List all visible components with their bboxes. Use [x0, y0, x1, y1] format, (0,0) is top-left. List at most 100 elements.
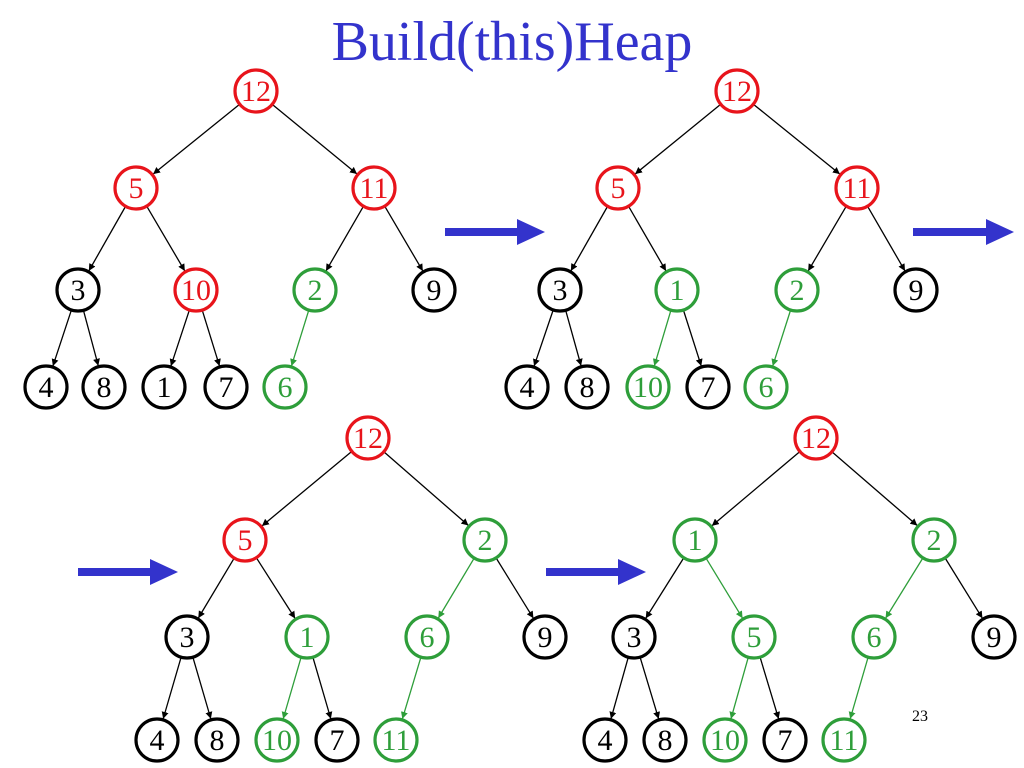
node-circle	[522, 614, 568, 660]
heap-node: 4	[23, 364, 69, 410]
edge-arrow	[634, 103, 722, 175]
heap-node: 6	[743, 364, 789, 410]
node-value: 2	[790, 274, 805, 307]
heap-node: 9	[522, 614, 568, 660]
node-circle	[81, 364, 127, 410]
heap-node: 10	[702, 717, 748, 763]
heap-node: 9	[893, 267, 939, 313]
slide-title: Build(this)Heap	[331, 11, 693, 73]
edge-arrow	[831, 451, 918, 527]
node-value: 4	[150, 724, 165, 757]
heap-node: 2	[462, 517, 508, 563]
node-value: 8	[658, 724, 673, 757]
node-circle	[582, 717, 628, 763]
node-value: 2	[308, 274, 323, 307]
node-value: 3	[553, 274, 568, 307]
edge-arrow	[290, 309, 310, 367]
edge-arrow	[146, 205, 186, 272]
node-circle	[774, 267, 820, 313]
node-value: 7	[701, 371, 716, 404]
edge-arrow	[565, 310, 583, 366]
node-value: 9	[427, 274, 442, 307]
node-value: 7	[778, 724, 793, 757]
edge-arrow	[437, 557, 475, 619]
page-number: 23	[912, 708, 928, 725]
heap-node: 1	[654, 267, 700, 313]
node-circle	[262, 364, 308, 410]
edge-arrow	[82, 310, 100, 366]
node-value: 1	[300, 621, 315, 654]
heap-node: 10	[173, 267, 219, 313]
heap-node: 9	[971, 614, 1017, 660]
node-value: 4	[598, 724, 613, 757]
node-value: 12	[241, 75, 271, 108]
heap-node: 2	[292, 267, 338, 313]
node-circle	[284, 614, 330, 660]
node-circle	[672, 517, 718, 563]
heap-node: 1	[672, 517, 718, 563]
node-circle	[113, 165, 159, 211]
edge-arrow	[192, 656, 213, 720]
edge-arrow	[752, 103, 841, 175]
edge-arrow	[533, 309, 554, 367]
heap-node: 2	[774, 267, 820, 313]
node-value: 2	[478, 524, 493, 557]
heap-node: 3	[164, 614, 210, 660]
node-circle	[134, 717, 180, 763]
node-value: 10	[181, 274, 211, 307]
node-circle	[373, 717, 419, 763]
heap-node: 3	[537, 267, 583, 313]
heap-node: 7	[203, 364, 249, 410]
node-value: 7	[330, 724, 345, 757]
node-circle	[164, 614, 210, 660]
node-circle	[762, 717, 808, 763]
node-value: 5	[238, 524, 253, 557]
heap-node: 9	[411, 267, 457, 313]
heap-node: 5	[222, 517, 268, 563]
node-value: 6	[867, 621, 882, 654]
node-circle	[702, 717, 748, 763]
edge-arrow	[771, 309, 792, 367]
edge-arrow	[197, 557, 235, 619]
node-circle	[851, 614, 897, 660]
node-circle	[911, 517, 957, 563]
heap-node: 7	[762, 717, 808, 763]
node-value: 9	[909, 274, 924, 307]
node-circle	[564, 364, 610, 410]
node-value: 4	[520, 371, 535, 404]
node-circle	[141, 364, 187, 410]
node-circle	[194, 717, 240, 763]
node-circle	[203, 364, 249, 410]
edge-arrow	[325, 205, 365, 272]
node-value: 1	[670, 274, 685, 307]
node-value: 12	[353, 422, 383, 455]
edge-arrow	[705, 557, 744, 619]
node-value: 3	[71, 274, 86, 307]
step-arrow	[913, 219, 1014, 245]
node-value: 7	[219, 371, 234, 404]
heap-node: 8	[81, 364, 127, 410]
edge-arrow	[609, 657, 629, 719]
heap-node: 8	[194, 717, 240, 763]
node-circle	[971, 614, 1017, 660]
edge-arrow	[271, 103, 358, 175]
node-value: 8	[97, 371, 112, 404]
edge-arrow	[848, 656, 869, 720]
node-circle	[685, 364, 731, 410]
heap-node: 12	[714, 68, 760, 114]
heap-node: 5	[595, 165, 641, 211]
heap-node: 8	[564, 364, 610, 410]
node-circle	[411, 267, 457, 313]
node-circle	[351, 165, 397, 211]
edge-arrow	[759, 656, 780, 720]
node-value: 5	[129, 172, 144, 205]
heap-node: 4	[504, 364, 550, 410]
edge-arrow	[570, 205, 609, 272]
heap-node: 7	[685, 364, 731, 410]
node-circle	[595, 165, 641, 211]
heap-node: 4	[582, 717, 628, 763]
node-value: 11	[830, 724, 859, 757]
heap-node: 1	[141, 364, 187, 410]
edge-arrow	[729, 657, 749, 719]
heap-node: 10	[254, 717, 300, 763]
